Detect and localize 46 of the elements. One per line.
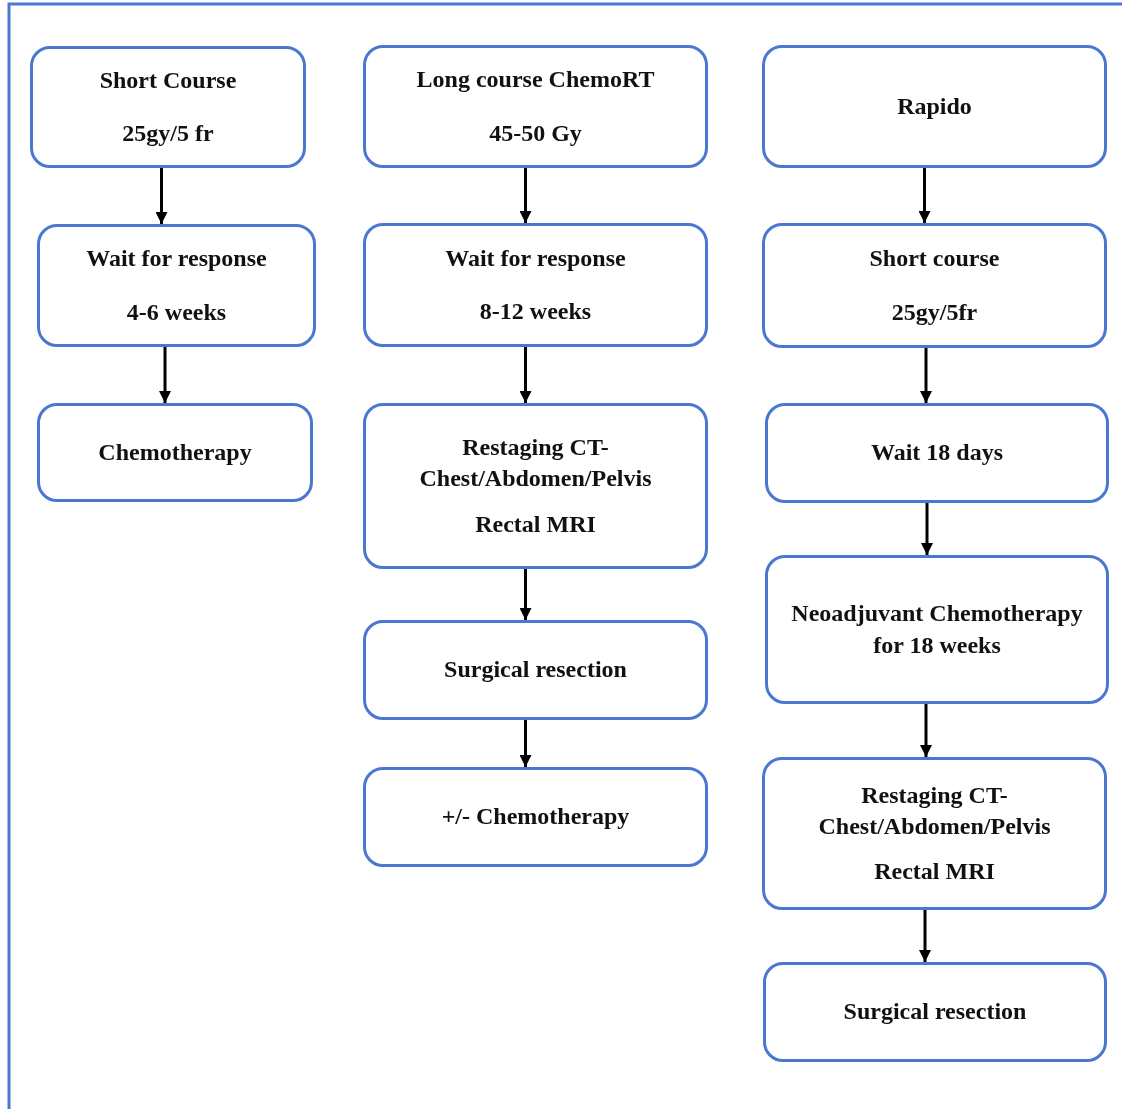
box-text: 8-12 weeks bbox=[479, 297, 592, 326]
box-text: Neoadjuvant Chemotherapy for 18 weeks bbox=[790, 599, 1084, 660]
box-text: Restaging CT- Chest/Abdomen/Pelvis bbox=[817, 780, 1052, 841]
process-box bbox=[762, 45, 1107, 168]
arrow bbox=[519, 720, 532, 767]
arrow bbox=[519, 168, 532, 223]
process-box bbox=[30, 46, 306, 168]
box-text: 4-6 weeks bbox=[126, 297, 227, 327]
box-text: Chemotherapy bbox=[98, 437, 252, 467]
box-text: Short Course bbox=[99, 65, 237, 95]
box-text: Long course ChemoRT bbox=[416, 65, 655, 95]
process-box bbox=[37, 403, 313, 502]
process-box bbox=[762, 757, 1107, 910]
process-box bbox=[763, 962, 1107, 1062]
arrow bbox=[919, 910, 931, 962]
box-text: Wait for response bbox=[445, 243, 626, 273]
box-text: Rectal MRI bbox=[475, 509, 596, 539]
process-box bbox=[363, 403, 708, 569]
box-text: Rectal MRI bbox=[874, 857, 995, 887]
process-box bbox=[363, 620, 708, 720]
box-text: Surgical resection bbox=[444, 655, 627, 685]
process-box bbox=[363, 223, 708, 347]
box-text: Restaging CT- Chest/Abdomen/Pelvis bbox=[418, 433, 653, 494]
box-text: 25gy/5 fr bbox=[122, 119, 214, 148]
process-box bbox=[363, 45, 708, 168]
process-box bbox=[765, 555, 1109, 704]
arrow bbox=[920, 704, 932, 757]
arrow bbox=[159, 347, 171, 403]
arrow bbox=[921, 503, 933, 555]
arrow bbox=[920, 348, 932, 403]
box-text: Wait 18 days bbox=[871, 438, 1003, 468]
box-text: 45-50 Gy bbox=[489, 118, 582, 148]
box-text: Surgical resection bbox=[843, 997, 1027, 1027]
process-box bbox=[762, 223, 1107, 348]
box-text: Wait for response bbox=[86, 244, 267, 274]
process-box bbox=[37, 224, 316, 347]
box-text: +/- Chemotherapy bbox=[441, 802, 630, 832]
arrow bbox=[155, 168, 168, 224]
box-text: 25gy/5fr bbox=[891, 297, 978, 327]
box-text: Rapido bbox=[897, 91, 972, 121]
process-box bbox=[765, 403, 1109, 503]
process-box bbox=[363, 767, 708, 867]
box-text: Short course bbox=[869, 244, 1000, 274]
arrow bbox=[918, 168, 931, 223]
arrow bbox=[519, 347, 532, 403]
arrow bbox=[519, 569, 532, 620]
